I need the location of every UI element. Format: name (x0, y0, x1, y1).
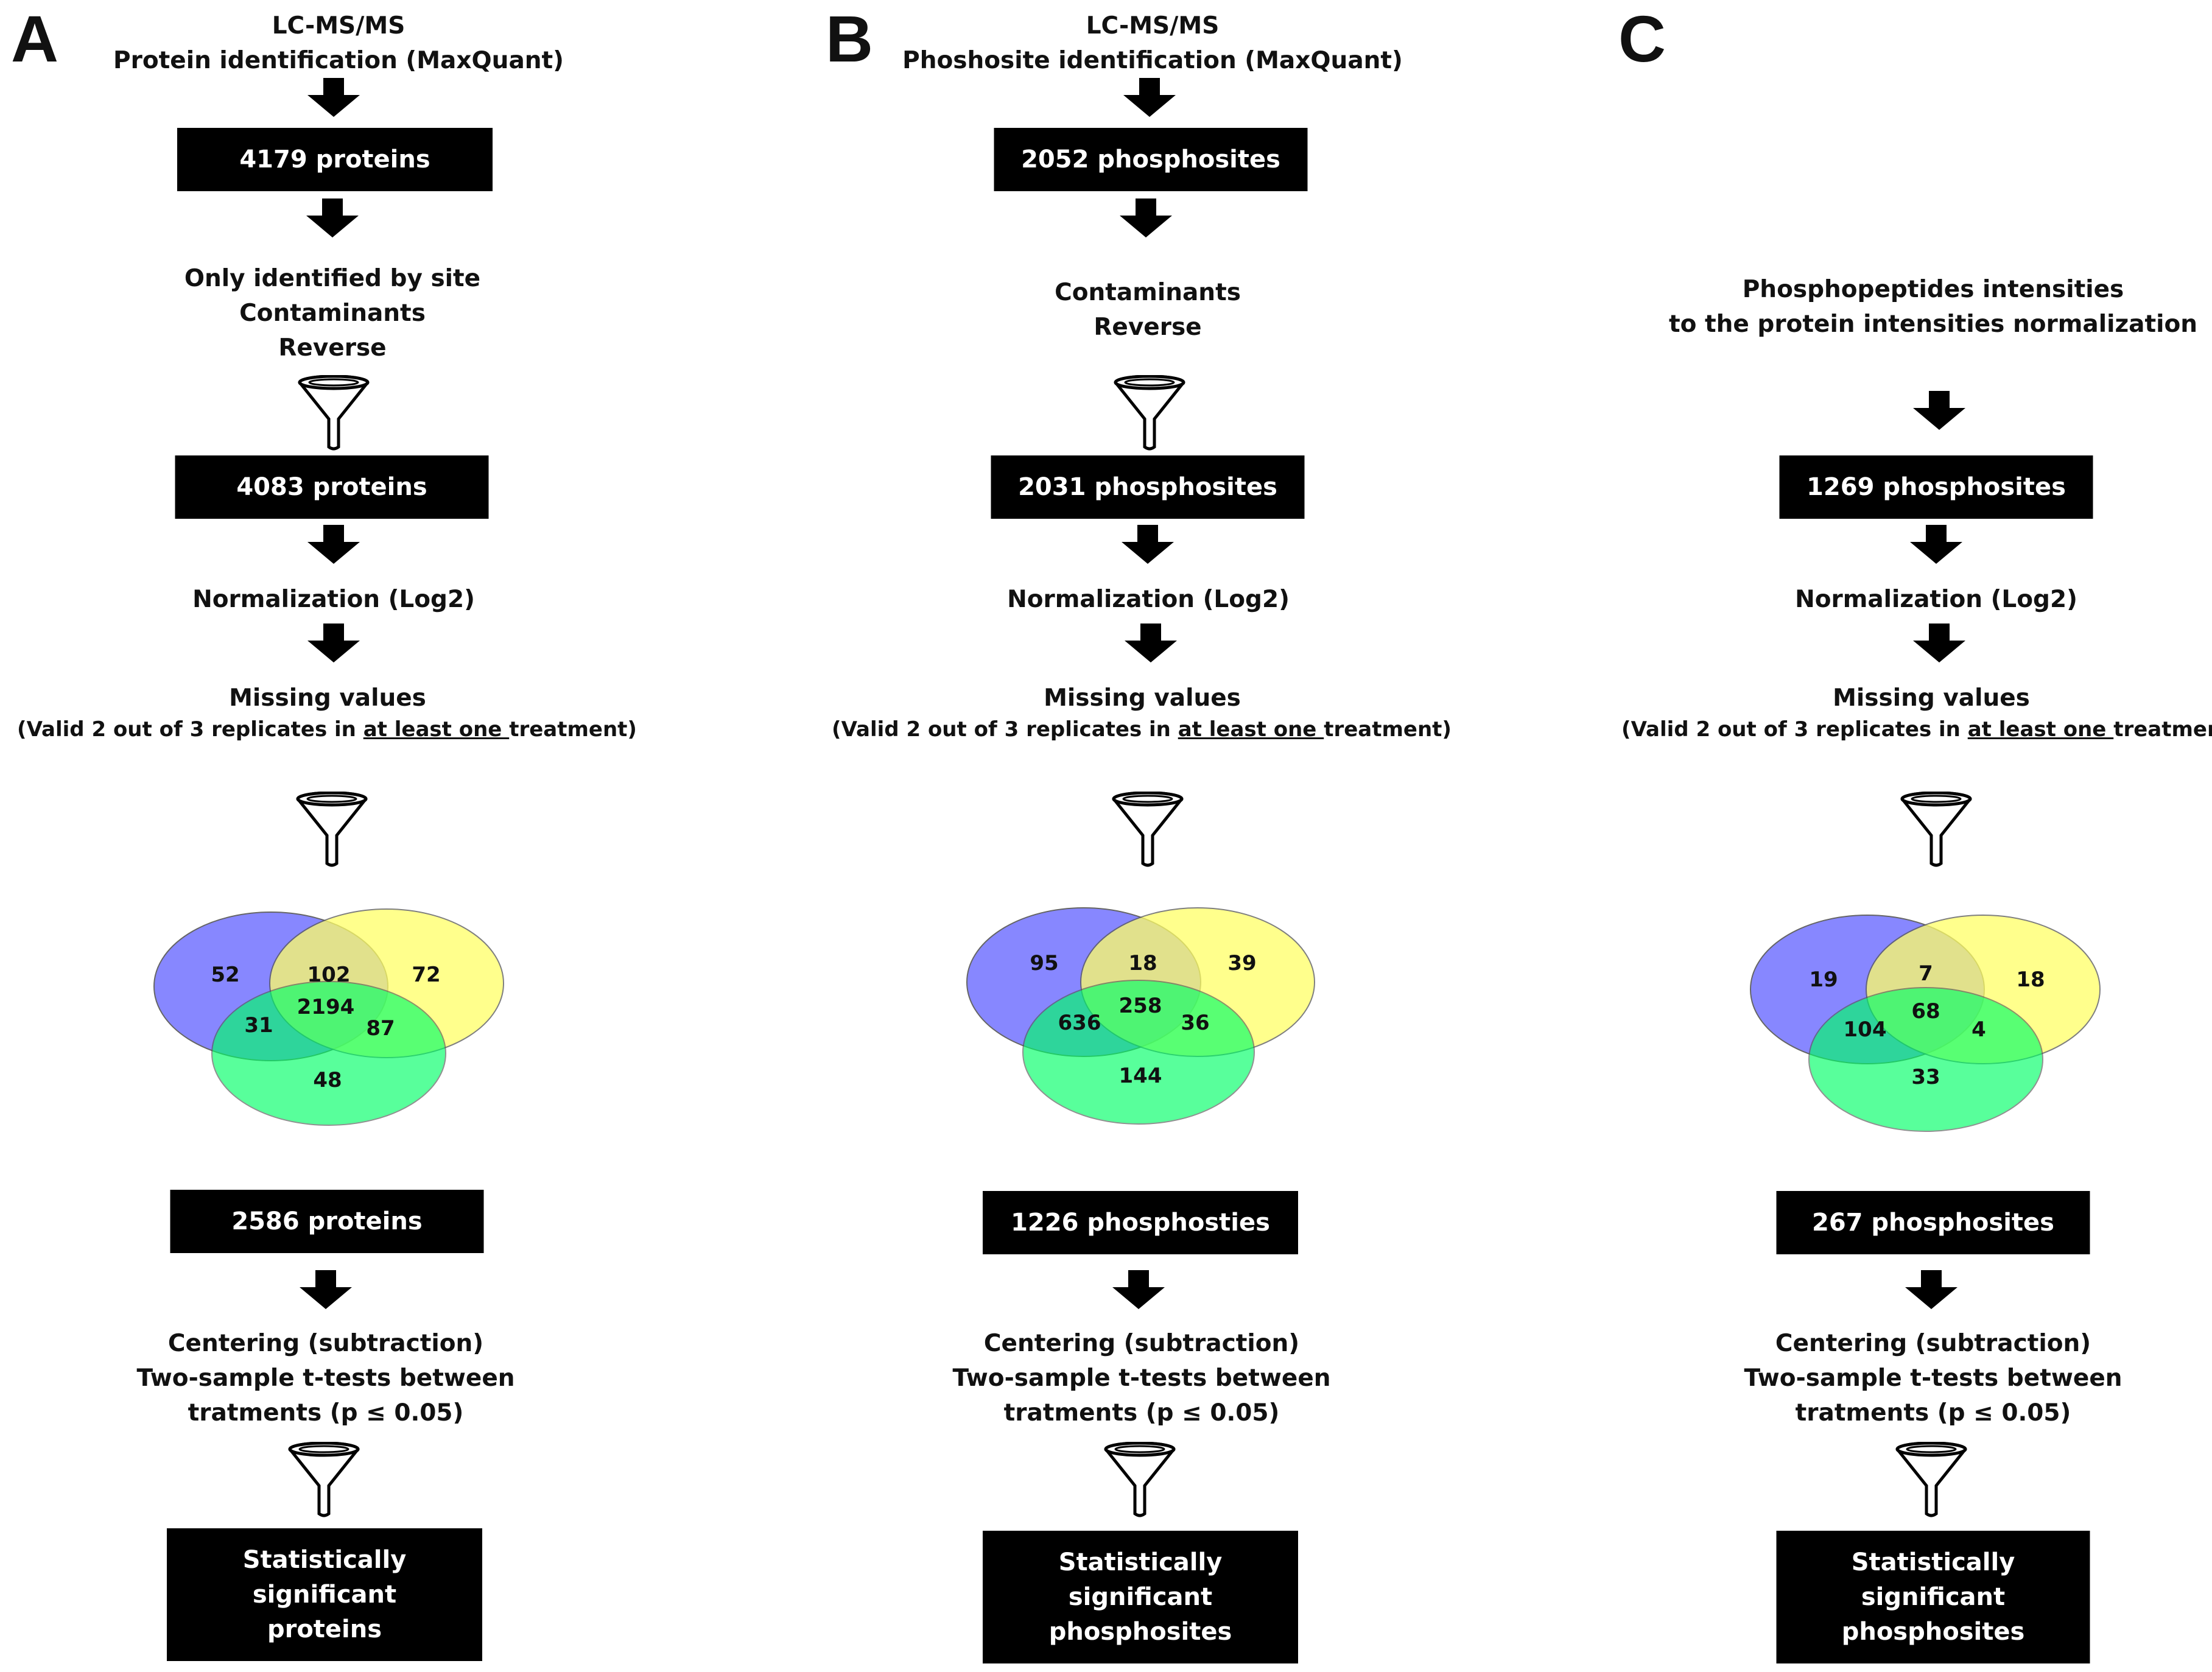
funnel-icon (294, 792, 370, 867)
panel-a: A LC-MS/MS Protein identification (MaxQu… (0, 0, 737, 1672)
count-box-filtered: 1269 phosphosites (1779, 455, 2093, 519)
panel-letter: C (1618, 2, 1666, 76)
final-result-box: Statistically significant proteins (167, 1528, 482, 1661)
panel-letter: B (826, 2, 873, 76)
venn-label-only-blue: 19 (1809, 968, 1838, 992)
missing-values-rule: (Valid 2 out of 3 replicates in at least… (832, 717, 1452, 742)
filter-criteria: Phosphopeptides intensities to the prote… (1668, 276, 2198, 338)
count-box-filtered: 2031 phosphosites (991, 455, 1305, 519)
venn-circle-green (1808, 987, 2043, 1132)
final-result-box: Statistically significant phosphosites (983, 1531, 1298, 1663)
funnel-icon (1110, 792, 1185, 867)
count-box-filtered: 4083 proteins (175, 455, 489, 519)
missing-values-title: Missing values (229, 684, 426, 712)
missing-values-title: Missing values (1833, 684, 2030, 712)
down-arrow-icon (1122, 525, 1174, 564)
header-text: LC-MS/MS Protein identification (MaxQuan… (113, 12, 564, 74)
down-arrow-icon (1913, 623, 1965, 662)
count-box-identified: 4179 proteins (177, 128, 493, 191)
venn-label-only-yellow: 72 (412, 963, 440, 987)
normalization-step: Normalization (Log2) (192, 586, 475, 613)
venn-circle-blue (1750, 915, 1985, 1064)
down-arrow-icon (1910, 525, 1962, 564)
venn-circle-yellow (1080, 907, 1315, 1057)
venn-label-yellow-green: 36 (1181, 1011, 1209, 1035)
venn-label-only-blue: 52 (211, 963, 239, 987)
venn-label-only-green: 48 (313, 1068, 342, 1092)
venn-label-blue-yellow: 18 (1128, 951, 1157, 975)
normalization-step: Normalization (Log2) (1795, 586, 2077, 613)
missing-values-rule: (Valid 2 out of 3 replicates in at least… (1621, 717, 2212, 742)
venn-label-all: 258 (1119, 994, 1162, 1018)
statistics-step: Centering (subtraction) Two-sample t-tes… (952, 1330, 1331, 1427)
venn-circle-green (211, 981, 446, 1126)
down-arrow-icon (1120, 198, 1172, 237)
header-text: LC-MS/MS Phoshosite identification (MaxQ… (902, 12, 1403, 74)
venn-label-only-green: 144 (1119, 1064, 1162, 1088)
funnel-icon (1112, 375, 1187, 451)
funnel-icon (1894, 1442, 1969, 1517)
venn-label-blue-green: 31 (244, 1013, 273, 1038)
statistics-step: Centering (subtraction) Two-sample t-tes… (136, 1330, 515, 1427)
venn-circle-green (1022, 980, 1255, 1125)
venn-label-blue-yellow: 102 (307, 963, 351, 987)
down-arrow-icon (1905, 1270, 1957, 1309)
venn-circle-yellow (1866, 915, 2101, 1064)
venn-label-blue-green: 104 (1844, 1017, 1887, 1042)
down-arrow-icon (1112, 1270, 1165, 1309)
venn-label-yellow-green: 4 (1971, 1017, 1986, 1042)
venn-label-blue-yellow: 7 (1919, 961, 1933, 986)
down-arrow-icon (1125, 623, 1177, 662)
count-box-valid: 1226 phosphosties (983, 1191, 1298, 1254)
venn-label-only-green: 33 (1911, 1065, 1940, 1089)
count-box-identified: 2052 phosphosites (994, 128, 1308, 191)
venn-circle-blue (966, 907, 1201, 1057)
filter-criteria: Only identified by site Contaminants Rev… (184, 265, 481, 362)
venn-label-blue-green: 636 (1058, 1011, 1101, 1035)
venn-label-only-yellow: 18 (2016, 968, 2045, 992)
funnel-icon (286, 1442, 362, 1517)
filter-criteria: Contaminants Reverse (1055, 279, 1241, 341)
down-arrow-icon (1913, 391, 1965, 430)
down-arrow-icon (306, 198, 359, 237)
funnel-icon (1102, 1442, 1178, 1517)
missing-values-title: Missing values (1044, 684, 1241, 712)
down-arrow-icon (307, 78, 360, 117)
final-result-box: Statistically significant phosphosites (1776, 1531, 2090, 1663)
statistics-step: Centering (subtraction) Two-sample t-tes… (1744, 1330, 2122, 1427)
count-box-valid: 2586 proteins (170, 1190, 484, 1253)
venn-label-all: 68 (1911, 999, 1940, 1024)
venn-label-only-yellow: 39 (1227, 951, 1256, 975)
funnel-icon (1898, 792, 1974, 867)
venn-label-yellow-green: 87 (366, 1016, 395, 1041)
down-arrow-icon (300, 1270, 352, 1309)
down-arrow-icon (1123, 78, 1176, 117)
venn-diagram: 52 102 72 2194 31 87 48 (153, 908, 504, 1126)
missing-values-rule: (Valid 2 out of 3 replicates in at least… (17, 717, 637, 742)
venn-label-only-blue: 95 (1030, 951, 1058, 975)
panel-letter: A (11, 2, 58, 76)
down-arrow-icon (307, 623, 360, 662)
down-arrow-icon (307, 525, 360, 564)
normalization-step: Normalization (Log2) (1007, 586, 1290, 613)
venn-label-all: 2194 (297, 995, 355, 1019)
venn-diagram: 19 7 18 68 104 4 33 (1750, 915, 2101, 1132)
count-box-valid: 267 phosphosites (1776, 1191, 2090, 1254)
funnel-icon (296, 375, 371, 451)
venn-diagram: 95 18 39 258 636 36 144 (966, 907, 1315, 1125)
